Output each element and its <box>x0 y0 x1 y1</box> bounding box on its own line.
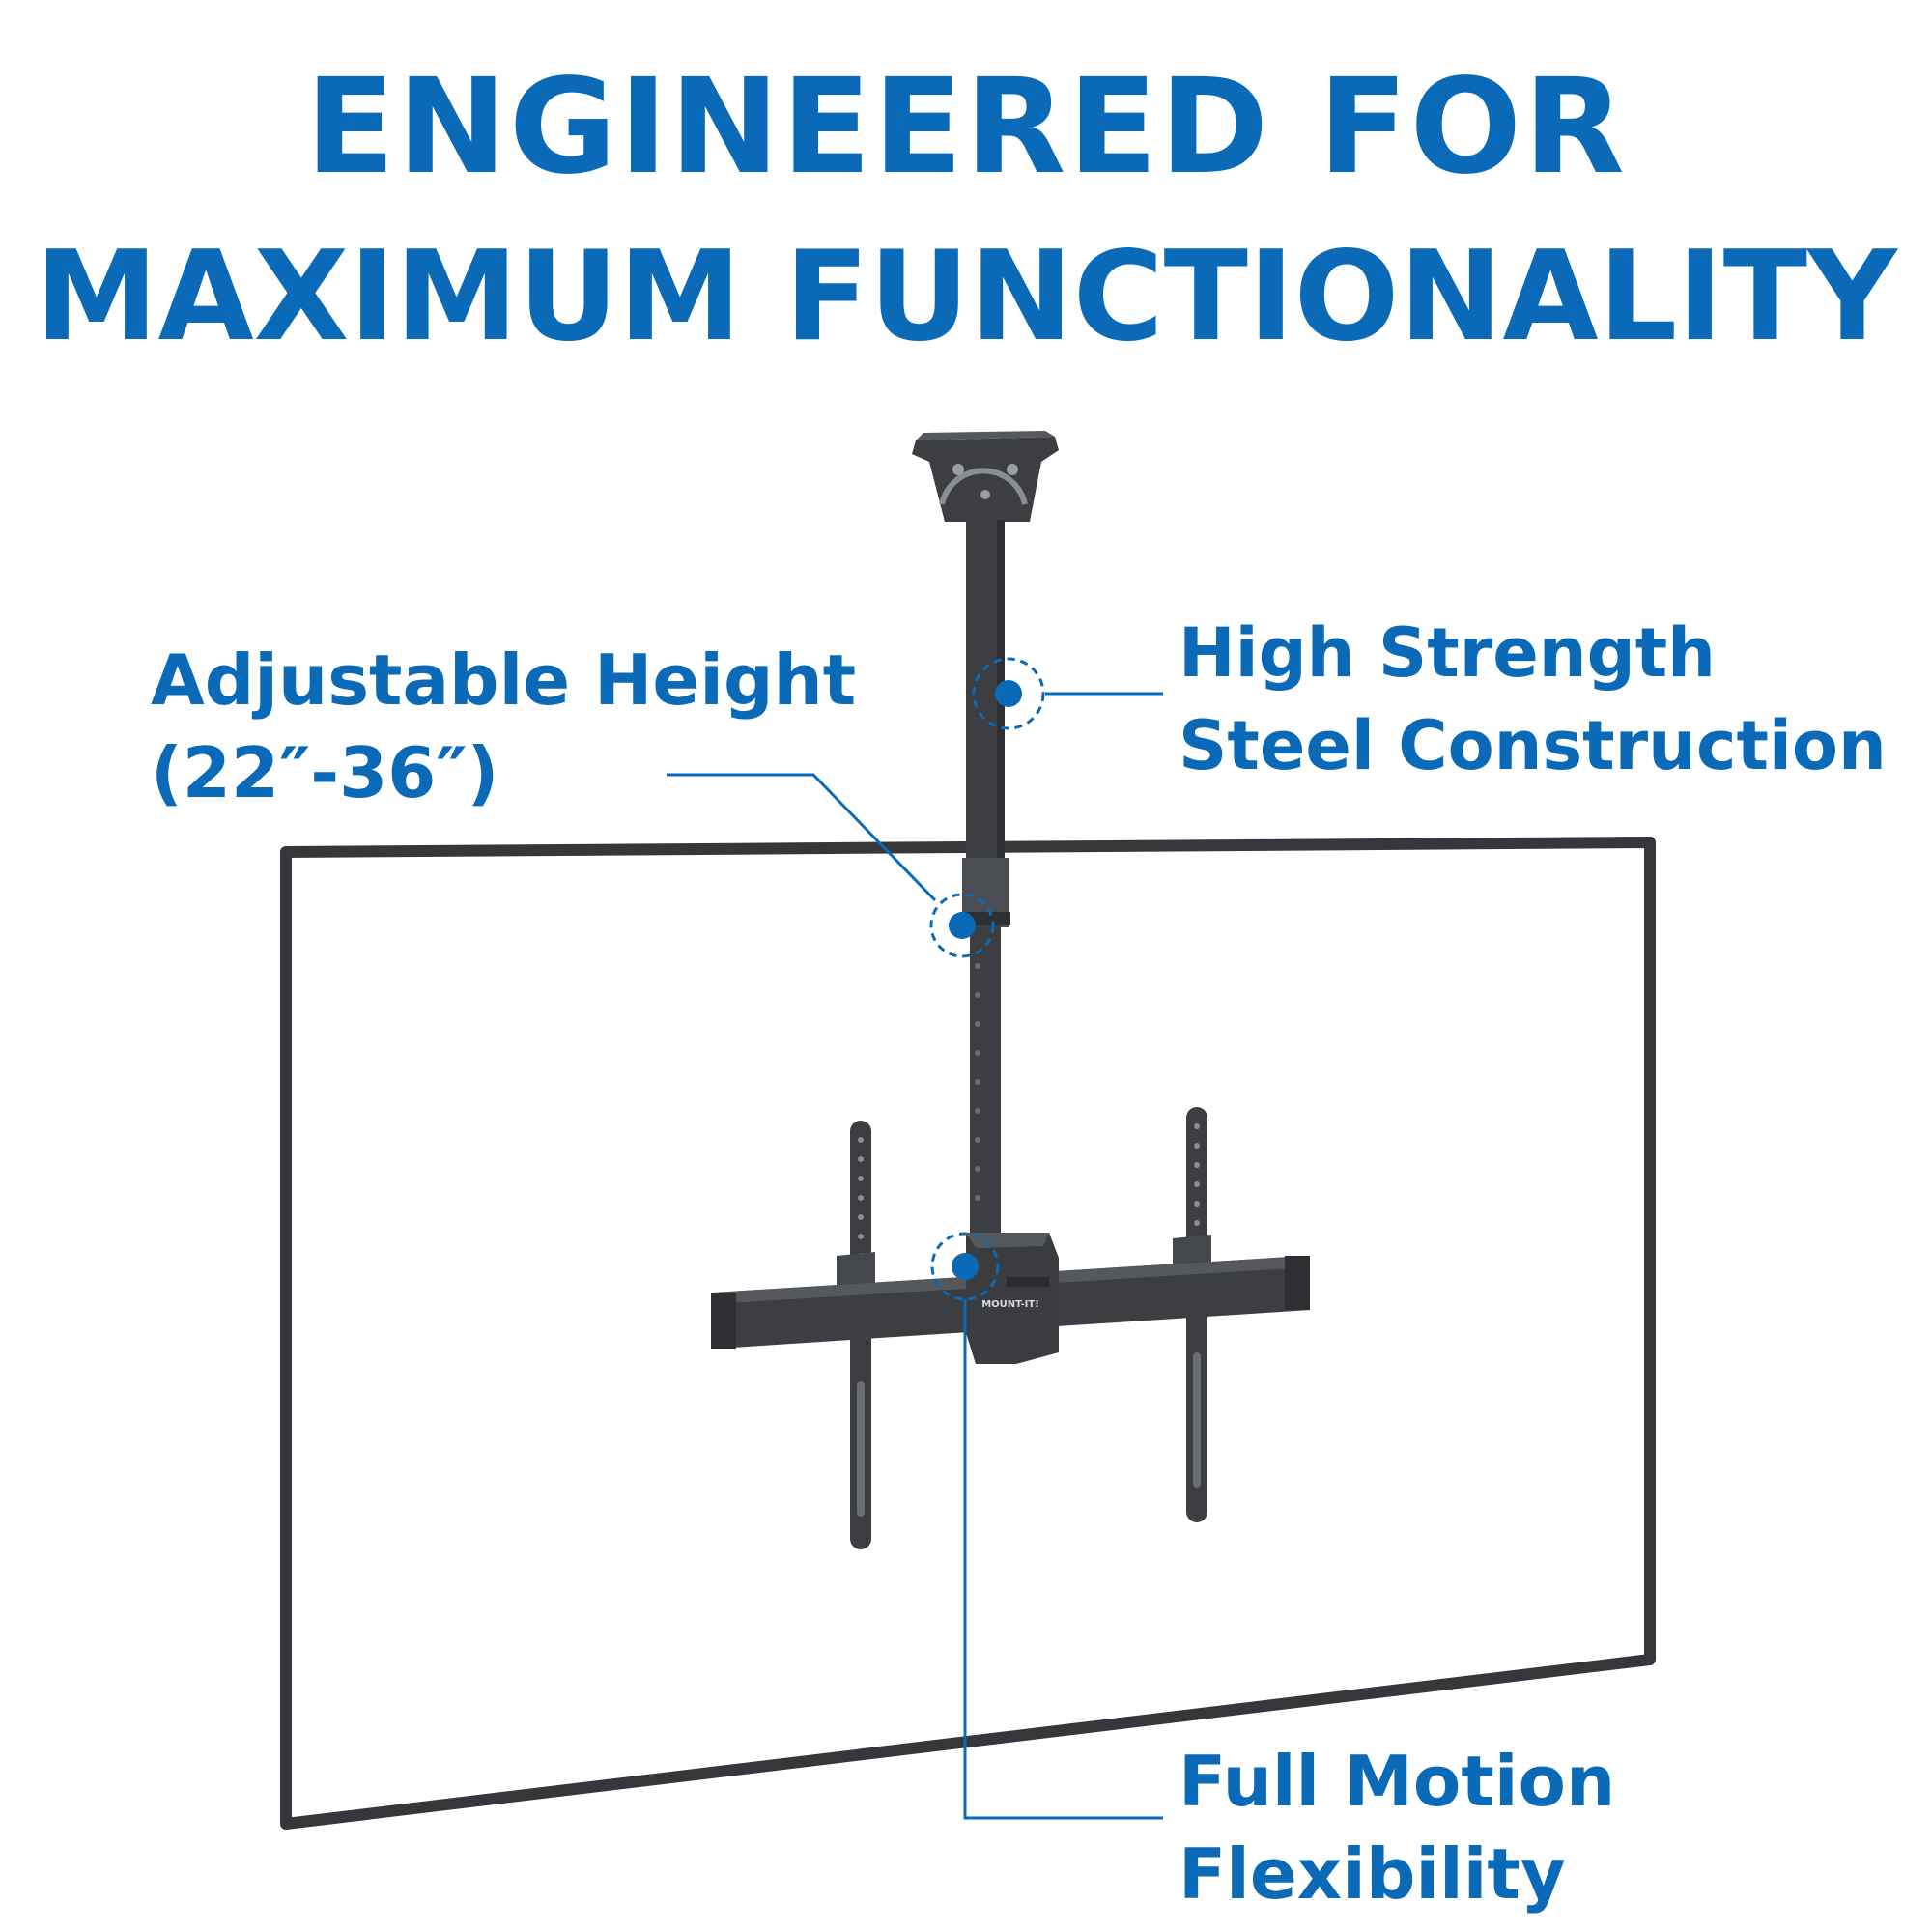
callout-adjustable-height-line-1: Adjustable Height <box>151 639 857 721</box>
callout-motion-line-1: Full Motion <box>1179 1741 1616 1822</box>
callout-steel-line-2: Steel Construction <box>1179 706 1887 785</box>
callout-motion-line-2: Flexibility <box>1179 1833 1566 1915</box>
ceiling-plate <box>912 431 1059 522</box>
callout-connectors <box>667 692 1163 1820</box>
marker-adjustable-height <box>929 893 995 958</box>
callout-full-motion: Full Motion Flexibility <box>1179 1735 1615 1920</box>
marker-full-motion <box>930 1232 1000 1301</box>
marker-steel-construction <box>972 657 1045 730</box>
headline-line-2: MAXIMUM FUNCTIONALITY <box>35 225 1897 369</box>
callout-steel-line-1: High Strength <box>1179 613 1717 693</box>
brand-label: MOUNT-IT! <box>981 1299 1039 1310</box>
center-tilt-block <box>966 1233 1059 1364</box>
callout-adjustable-height: Adjustable Height (22″-36″) <box>151 634 856 819</box>
callout-steel-construction: High Strength Steel Construction <box>1179 607 1887 792</box>
callout-adjustable-height-line-2: (22″-36″) <box>151 732 499 813</box>
headline-line-1: ENGINEERED FOR <box>305 51 1627 204</box>
tv-frame <box>280 837 1656 1830</box>
lower-pole <box>970 925 1001 1273</box>
